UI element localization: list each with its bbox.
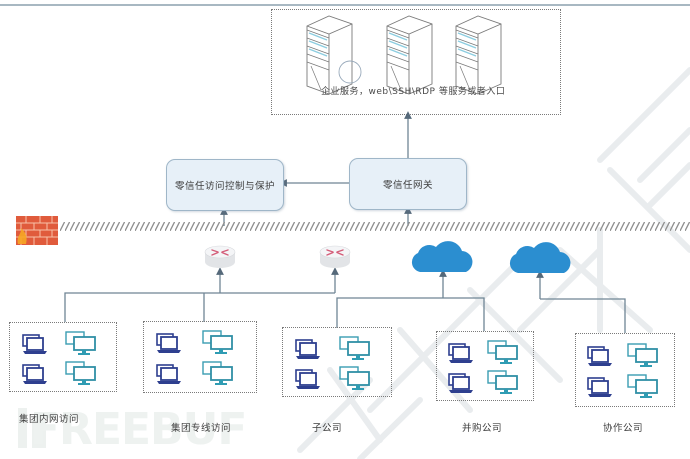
monitor-icon: [339, 336, 371, 364]
laptop-icon: [447, 343, 473, 369]
laptop-icon: [155, 364, 182, 390]
freebuf-watermark: FREEBUF: [18, 404, 247, 455]
bus-line-2: [336, 297, 485, 331]
site-device-group[interactable]: [143, 321, 257, 393]
site-device-group[interactable]: [436, 331, 534, 401]
server-caption: 企业服务，web\SSH\RDP 等服务或者入口: [321, 87, 506, 97]
laptop-icon: [294, 339, 320, 365]
freebuf-watermark-text: FREEBUF: [30, 404, 247, 455]
laptop-icon: [21, 334, 47, 360]
server-highlight-circle: [338, 60, 362, 84]
site-device-group[interactable]: [9, 322, 117, 392]
bus-line-1: [64, 292, 335, 322]
access-control-node[interactable]: 零信任访问控制与保护: [166, 159, 284, 211]
site-label: 集团专线访问: [171, 423, 232, 434]
cloud-icon: [411, 241, 473, 272]
monitor-icon: [202, 361, 234, 389]
laptop-icon: [447, 372, 473, 399]
site-label: 子公司: [312, 423, 343, 434]
access-control-label: 零信任访问控制与保护: [174, 181, 275, 192]
monitor-icon: [487, 340, 519, 368]
laptop-icon: [586, 345, 612, 372]
laptop-icon: [155, 333, 182, 359]
monitor-icon: [202, 330, 234, 358]
monitor-icon: [65, 331, 97, 359]
site-device-group[interactable]: [282, 327, 392, 397]
laptop-icon: [586, 377, 612, 403]
server-group-box: [271, 9, 561, 115]
monitor-icon: [65, 361, 97, 389]
zero-trust-gateway-node[interactable]: 零信任网关: [349, 158, 467, 210]
laptop-icon: [21, 363, 47, 390]
monitor-icon: [627, 374, 659, 402]
site-label: 协作公司: [603, 423, 644, 434]
monitor-icon: [339, 366, 371, 394]
firewall-icon: [16, 216, 58, 245]
site-device-group[interactable]: [575, 333, 675, 407]
cloud-icon: [509, 242, 571, 273]
monitor-icon: [627, 342, 659, 371]
site-label: 并购公司: [462, 423, 503, 434]
bus-line-3: [540, 298, 626, 333]
router-icon: [204, 245, 236, 268]
firewall-hatch-line: [60, 222, 690, 231]
router-icon: [319, 245, 351, 268]
server-icons: [306, 15, 502, 95]
site-label: 集团内网访问: [19, 414, 80, 425]
gateway-label: 零信任网关: [382, 180, 433, 191]
laptop-icon: [294, 368, 320, 395]
top-border-line: [0, 4, 690, 6]
monitor-icon: [487, 370, 519, 398]
